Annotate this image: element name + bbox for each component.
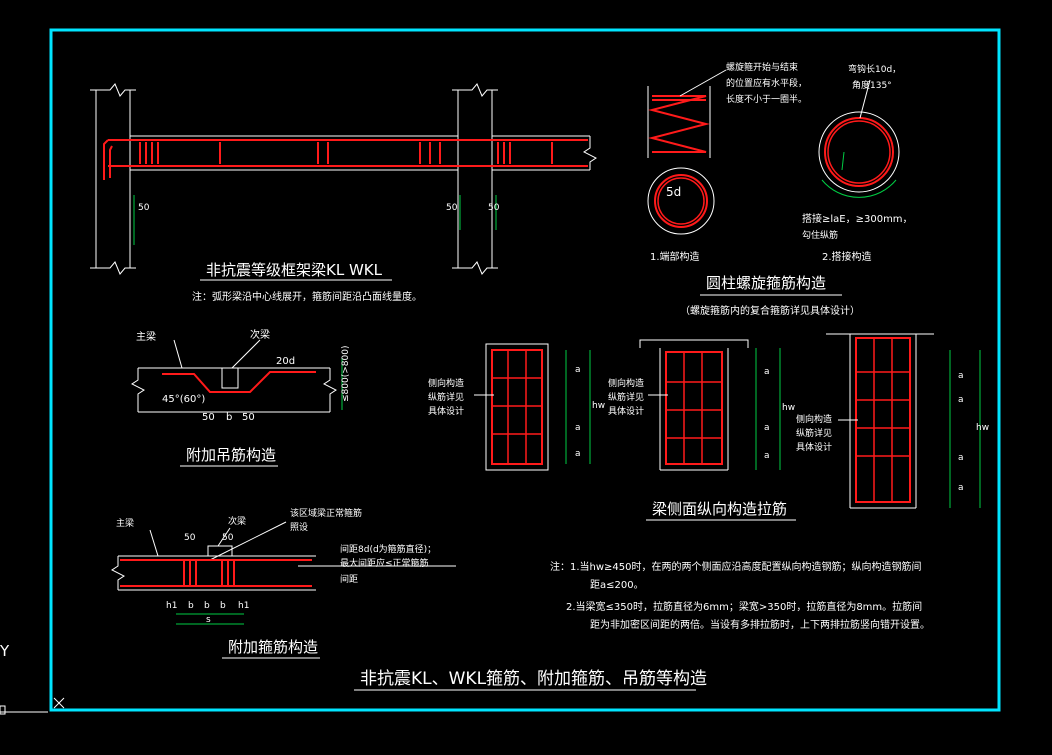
hanger-side-dim: ≤800(>800) xyxy=(341,346,351,402)
hanger-dim-50b: 50 xyxy=(242,412,255,423)
ucs-icon: Y xyxy=(0,642,65,715)
drawing-frame xyxy=(49,28,1001,712)
side1-label-1: 侧向构造 xyxy=(428,377,464,389)
spiral-lap-section xyxy=(818,79,900,198)
hanger-sec-label: 次梁 xyxy=(250,328,270,341)
spiral-note-2: 的位置应有水平段， xyxy=(726,77,807,89)
side3-label-1: 侧向构造 xyxy=(796,413,832,425)
spiral-cap-2: 2.搭接构造 xyxy=(822,250,872,263)
side3-a-4: a xyxy=(958,483,964,493)
hanger-diagram xyxy=(131,339,343,413)
side3-label-2: 纵筋详见 xyxy=(796,427,832,439)
beam-kl-rebar xyxy=(103,139,588,180)
side3-label-3: 具体设计 xyxy=(796,441,832,453)
side2-hw: hw xyxy=(782,403,795,413)
stirrup-spacing-2: 最大间距应≤正常箍筋 xyxy=(340,557,429,569)
side-bars-title: 梁侧面纵向构造拉筋 xyxy=(652,500,787,518)
side1-a-3: a xyxy=(575,449,581,459)
spiral-note-1: 螺旋箍开始与结束 xyxy=(726,61,798,73)
side1-a-1: a xyxy=(575,365,581,375)
side-bars-section-2 xyxy=(639,339,781,471)
side1-a-2: a xyxy=(575,423,581,433)
side2-label-2: 纵筋详见 xyxy=(608,391,644,403)
spiral-title: 圆柱螺旋箍筋构造 xyxy=(706,274,826,292)
hanger-main-label: 主梁 xyxy=(136,330,156,343)
stirrup-spacing-3: 间距 xyxy=(340,573,358,585)
side3-a-3: a xyxy=(958,453,964,463)
spiral-elevation xyxy=(647,69,727,158)
hanger-title: 附加吊筋构造 xyxy=(186,446,276,464)
side1-label-3: 具体设计 xyxy=(428,405,464,417)
side2-a-3: a xyxy=(764,451,770,461)
spiral-end-section xyxy=(647,167,715,235)
side2-a-1: a xyxy=(764,367,770,377)
side2-a-2: a xyxy=(764,423,770,433)
side3-hw: hw xyxy=(976,423,989,433)
stirrup-spacing-1: 间距8d(d为箍筋直径)； xyxy=(340,543,436,555)
side1-hw: hw xyxy=(592,401,605,411)
note-2a: 2.当梁宽≤350时，拉筋直径为6mm；梁宽>350时，拉筋直径为8mm。拉筋间 xyxy=(566,600,922,613)
spiral-subtitle: （螺旋箍筋内的复合箍筋详见具体设计） xyxy=(680,304,860,317)
spiral-note-3: 长度不小于一圈半。 xyxy=(726,93,807,105)
stirrup-main-label: 主梁 xyxy=(116,517,134,529)
hanger-dim-50a: 50 xyxy=(202,412,215,423)
stirrup-dim-h1b: h1 xyxy=(238,601,249,611)
spiral-cap-1: 1.端部构造 xyxy=(650,250,700,263)
beam-kl-note: 注：弧形梁沿中心线展开，箍筋间距沿凸面线量度。 xyxy=(192,290,422,303)
stirrup-dim-s: s xyxy=(206,615,211,625)
stirrup-dim-b3: b xyxy=(220,601,226,611)
beam-kl-dim-mid: 50 xyxy=(446,203,458,213)
stirrup-50a: 50 xyxy=(184,533,196,543)
hanger-angle: 45°(60°) xyxy=(162,394,205,405)
hanger-dim-b: b xyxy=(226,412,232,423)
side-bars-section-1 xyxy=(474,343,591,471)
hanger-20d: 20d xyxy=(276,356,295,367)
stirrup-zone-1: 该区域梁正常箍筋 xyxy=(290,507,362,519)
note-1a: 注：1.当hw≥450时，在两的两个侧面应沿高度配置纵向构造钢筋；纵向构造钢筋间 xyxy=(550,560,922,573)
spiral-hook-1: 弯钩长10d， xyxy=(848,63,901,75)
side3-a-1: a xyxy=(958,371,964,381)
spiral-5d-label: 5d xyxy=(666,185,681,199)
note-2b: 距为非加密区间距的两倍。当设有多排拉筋时，上下两排拉筋竖向错开设置。 xyxy=(590,618,930,631)
beam-kl-dim-left: 50 xyxy=(138,203,150,213)
stirrup-add-diagram xyxy=(111,521,456,625)
stirrup-add-title: 附加箍筋构造 xyxy=(228,638,318,656)
stirrup-dim-b2: b xyxy=(204,601,210,611)
side1-label-2: 纵筋详见 xyxy=(428,391,464,403)
note-1b: 距a≤200。 xyxy=(590,579,644,591)
beam-kl-dims xyxy=(133,195,497,245)
beam-kl-title: 非抗震等级框架梁KL WKL xyxy=(206,261,383,279)
sheet-title: 非抗震KL、WKL箍筋、附加箍筋、吊筋等构造 xyxy=(360,669,707,689)
stirrup-dim-h1a: h1 xyxy=(166,601,177,611)
stirrup-dim-b1: b xyxy=(188,601,194,611)
side-bars-section-3 xyxy=(826,333,981,509)
beam-kl-diagram xyxy=(90,83,597,275)
ucs-y-label: Y xyxy=(0,642,10,660)
stirrup-zone-2: 照设 xyxy=(290,522,308,533)
beam-kl-dim-right: 50 xyxy=(488,203,500,213)
side3-a-2: a xyxy=(958,395,964,405)
spiral-lap-2: 勾住纵筋 xyxy=(802,229,838,241)
stirrup-50b: 50 xyxy=(222,533,234,543)
stirrup-sec-label: 次梁 xyxy=(228,515,246,527)
spiral-lap-1: 搭接≥laE，≥300mm， xyxy=(802,212,913,225)
side2-label-1: 侧向构造 xyxy=(608,377,644,389)
spiral-hook-2: 角度135° xyxy=(852,79,892,91)
side2-label-3: 具体设计 xyxy=(608,405,644,417)
